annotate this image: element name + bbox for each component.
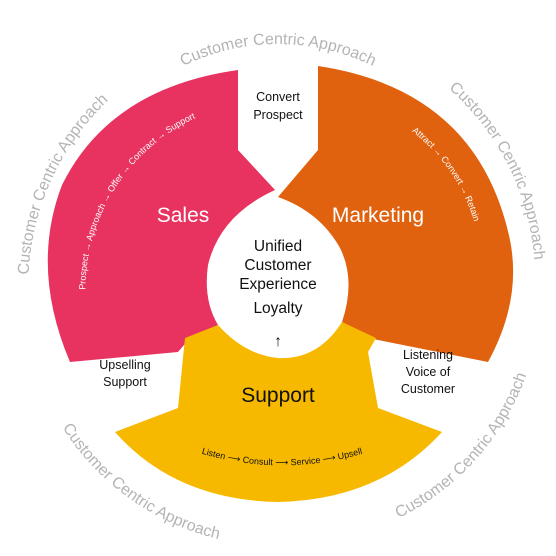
up-arrow-icon: ↑ (274, 333, 282, 350)
center-line-1: Unified (254, 238, 302, 255)
support-segment[interactable] (115, 322, 442, 502)
gap-right-line-1: Listening (403, 348, 453, 362)
gap-top-line-2: Prospect (253, 108, 303, 122)
center-line-2: Customer (244, 257, 311, 274)
center-circle (208, 212, 348, 352)
gap-right-line-3: Customer (401, 382, 455, 396)
sales-segment[interactable] (47, 70, 276, 362)
gap-left-line-1: Upselling (99, 358, 150, 372)
center-line-3: Experience (239, 276, 317, 293)
gap-top-line-1: Convert (256, 90, 300, 104)
marketing-title: Marketing (332, 204, 424, 227)
sales-title: Sales (157, 204, 210, 227)
gap-right-line-2: Voice of (406, 365, 451, 379)
gap-left-line-2: Support (103, 375, 147, 389)
loyalty-label: Loyalty (253, 300, 302, 317)
ring-label-top: Customer Centric Approach (178, 31, 379, 70)
support-title: Support (241, 384, 315, 407)
marketing-segment[interactable] (278, 66, 514, 362)
